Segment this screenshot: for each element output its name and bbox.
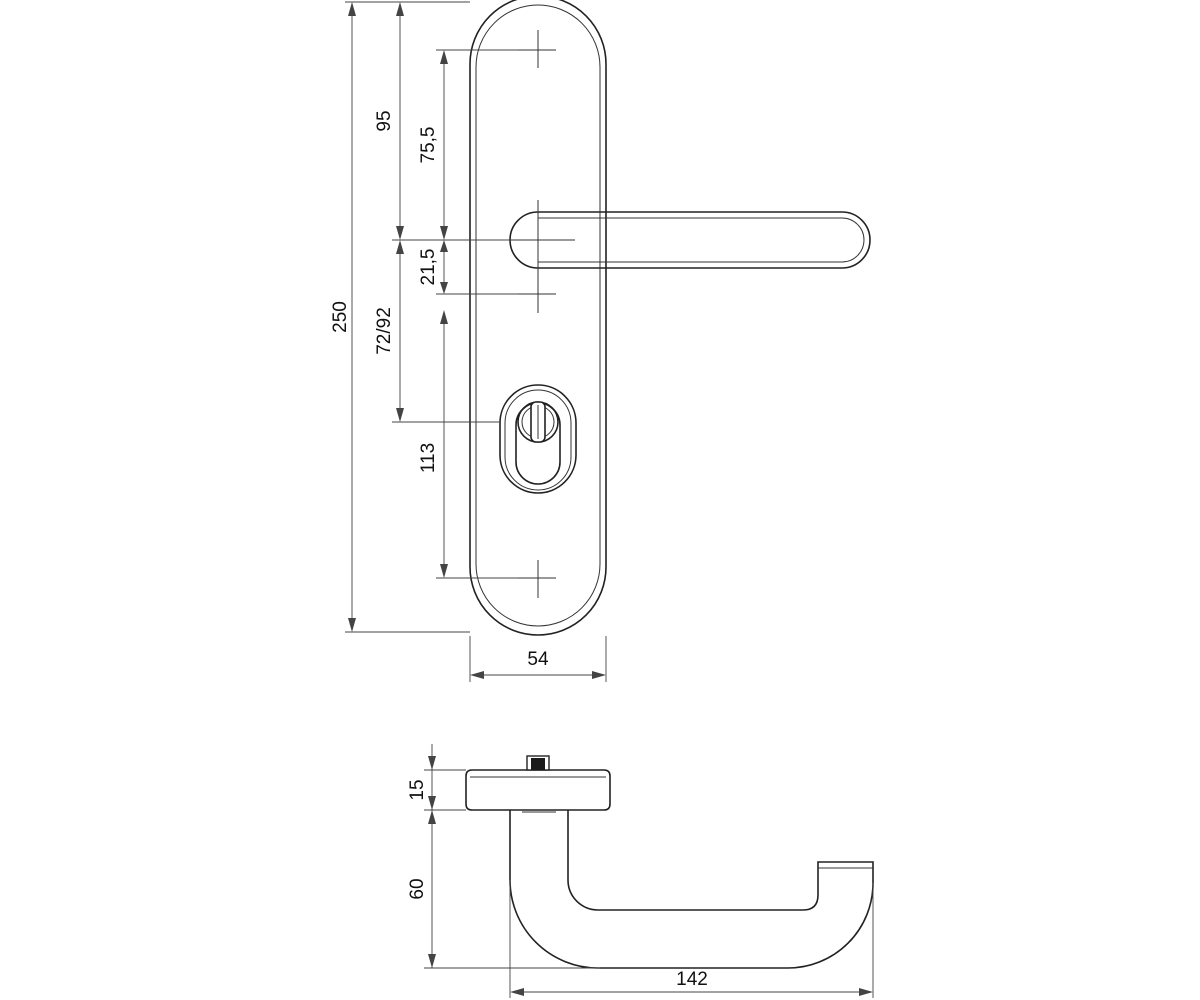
- dimension-60: 60: [407, 796, 600, 969]
- backplate-front-view: [469, 0, 607, 636]
- dim-label-113: 113: [418, 443, 439, 473]
- dim-label-95: 95: [374, 110, 395, 131]
- dimension-15: 15: [407, 744, 466, 968]
- dim-label-250: 250: [330, 301, 351, 333]
- lever-handle-front: [495, 200, 871, 282]
- dim-label-15: 15: [407, 779, 428, 800]
- rose-side-view: [465, 769, 611, 811]
- dim-label-21-5: 21,5: [418, 249, 439, 286]
- dim-label-60: 60: [407, 878, 428, 899]
- thumbturn-lock: [499, 384, 577, 494]
- dimension-113: 113: [418, 310, 518, 579]
- dim-label-72-92: 72/92: [374, 307, 395, 355]
- dimension-21-5: 21,5: [418, 240, 518, 295]
- dimension-54: 54: [469, 636, 607, 682]
- dim-label-142: 142: [676, 969, 708, 990]
- dimension-72-92: 72/92: [374, 240, 500, 423]
- dimension-142: 142: [509, 880, 874, 998]
- bottom-screw-crosshair: [518, 560, 556, 598]
- thumbturn-side-view: [526, 755, 550, 771]
- middle-screw-crosshair: [518, 275, 556, 313]
- dim-label-54: 54: [527, 649, 549, 670]
- lever-handle-side-view: [509, 810, 874, 969]
- dimension-250: 250: [330, 1, 470, 633]
- top-screw-crosshair: [518, 30, 556, 68]
- dimension-95: 95: [374, 1, 510, 241]
- dimension-75-5: 75,5: [418, 49, 518, 240]
- dim-label-75-5: 75,5: [418, 127, 439, 164]
